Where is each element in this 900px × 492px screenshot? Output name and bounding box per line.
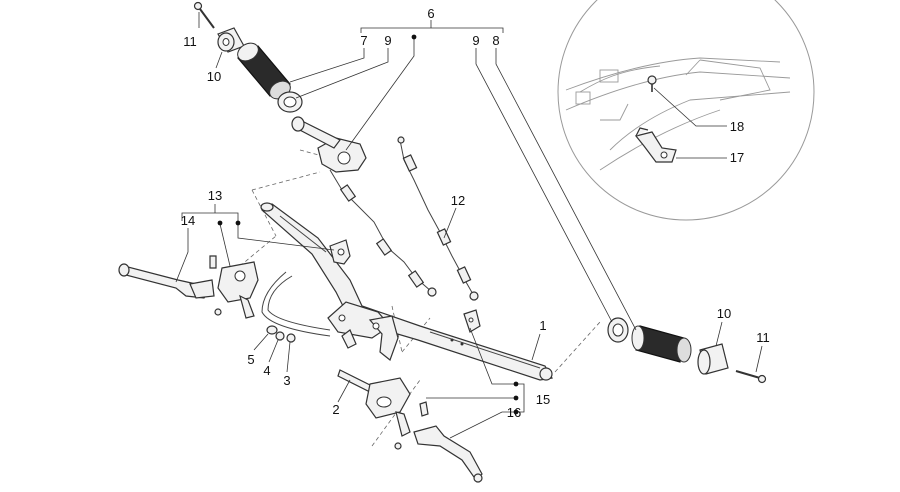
bracket-17 <box>634 127 677 163</box>
reference-dots <box>217 34 519 415</box>
switch-clip-15 <box>463 309 481 333</box>
bar-end-10-right <box>697 343 729 375</box>
upper-clip <box>329 239 351 265</box>
grip-right <box>631 325 692 363</box>
throttle-housing <box>291 116 367 173</box>
right-master-cylinder <box>337 369 429 450</box>
callout-14: 14 <box>181 213 195 228</box>
callout-12: 12 <box>451 193 465 208</box>
callout-11-right: 11 <box>756 330 770 345</box>
spacers <box>266 325 296 343</box>
callout-8: 8 <box>492 33 499 48</box>
callout-2: 2 <box>332 402 339 417</box>
screw-11-right <box>735 370 767 384</box>
throttle-cable-a <box>329 169 437 297</box>
callout-15: 15 <box>536 392 550 407</box>
throttle-cable-b <box>397 136 479 301</box>
leader-lines <box>175 12 763 439</box>
grip-top <box>237 42 291 100</box>
callout-16: 16 <box>507 405 521 420</box>
spacer-5 <box>266 325 278 335</box>
left-master-cylinder <box>209 255 259 319</box>
callout-11-top: 11 <box>183 34 197 49</box>
callout-5: 5 <box>247 352 254 367</box>
callout-labels: 6 7 9 9 8 11 10 12 13 14 5 4 3 2 1 15 16… <box>181 6 770 420</box>
callout-17: 17 <box>730 150 744 165</box>
callout-18: 18 <box>730 119 744 134</box>
washer-4 <box>275 331 285 341</box>
right-brake-lever <box>413 425 483 483</box>
callout-9-right: 9 <box>472 33 479 48</box>
callout-3: 3 <box>283 373 290 388</box>
callout-1: 1 <box>539 318 546 333</box>
callout-4: 4 <box>263 363 270 378</box>
handlebar-tube <box>260 202 553 381</box>
left-brake-lever <box>118 263 215 299</box>
callout-10-right: 10 <box>717 306 731 321</box>
callout-9-left: 9 <box>384 33 391 48</box>
central-clamp <box>261 271 399 361</box>
callout-13: 13 <box>208 188 222 203</box>
callout-10-top: 10 <box>207 69 221 84</box>
washer-9-right <box>607 317 629 343</box>
callout-6: 6 <box>427 6 434 21</box>
left-grip-parts <box>193 1 303 113</box>
right-grip-parts <box>607 317 767 384</box>
inset-detail <box>557 0 815 221</box>
screw-11-top <box>193 1 215 29</box>
screw-18 <box>647 75 657 92</box>
washer-3 <box>286 333 296 343</box>
callout-7: 7 <box>360 33 367 48</box>
washer-9-top <box>277 91 303 113</box>
